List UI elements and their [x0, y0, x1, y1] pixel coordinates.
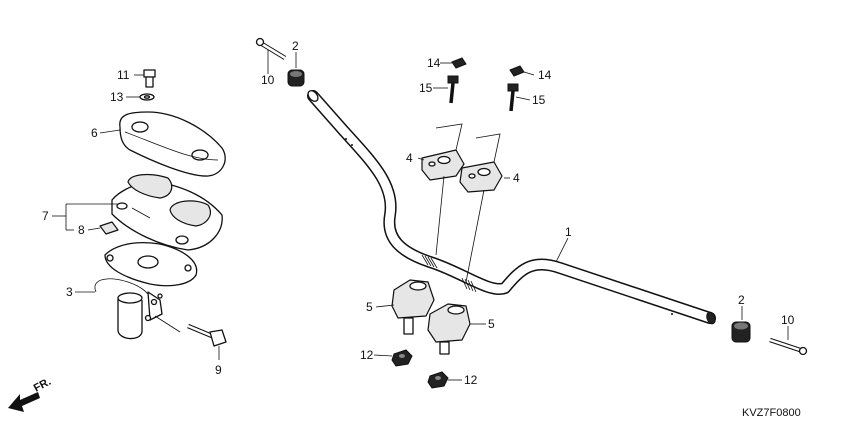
label-5-left: 5 — [366, 300, 373, 314]
front-direction-arrow: FR. — [8, 376, 53, 412]
nut-12-right — [427, 371, 449, 389]
bolt-11 — [143, 69, 156, 88]
guide-line-left-lower — [435, 175, 445, 256]
handlebar-pipe — [307, 90, 716, 325]
label-11: 11 — [117, 68, 130, 82]
label-10-right: 10 — [781, 313, 795, 327]
label-12-right: 12 — [464, 373, 478, 387]
label-14-right: 14 — [538, 68, 552, 82]
lower-holder-5-left — [391, 279, 435, 335]
label-12-left: 12 — [360, 348, 374, 362]
bolt-9 — [187, 323, 227, 347]
label-14-left: 14 — [427, 56, 441, 70]
bolt-15-left — [447, 75, 459, 104]
lower-holder-5-right — [427, 303, 471, 355]
nut-12-left — [391, 349, 413, 367]
label-10-left: 10 — [261, 73, 275, 87]
label-15-right: 15 — [532, 93, 546, 107]
bar-end-weight-2-right — [731, 321, 751, 343]
label-7: 7 — [42, 209, 49, 223]
label-3: 3 — [66, 285, 73, 299]
upper-holder-6 — [119, 111, 226, 177]
clip-8 — [99, 221, 119, 235]
label-15-left: 15 — [419, 81, 433, 95]
label-1: 1 — [565, 225, 572, 239]
label-9: 9 — [215, 363, 222, 377]
guide-line-right — [475, 133, 501, 163]
bolt-10-left — [255, 37, 287, 60]
diagram-code: KVZ7F0800 — [742, 407, 801, 419]
bolt-15-right — [507, 83, 519, 112]
bar-end-weight-2-left — [287, 69, 305, 87]
cap-14-right — [509, 65, 525, 77]
guide-line-left — [435, 123, 463, 151]
label-2-left: 2 — [292, 39, 299, 53]
bracket-3 — [94, 241, 198, 340]
label-2-right: 2 — [738, 293, 745, 307]
label-6: 6 — [91, 126, 98, 140]
label-4-left: 4 — [406, 151, 413, 165]
guide-line-right-lower — [465, 189, 485, 283]
label-8: 8 — [78, 223, 85, 237]
label-13: 13 — [110, 90, 124, 104]
washer-13 — [139, 93, 155, 101]
label-5-right: 5 — [488, 317, 495, 331]
front-label: FR. — [32, 376, 53, 395]
knurl-left — [421, 254, 438, 269]
upper-clamp-4-left — [421, 149, 465, 181]
lower-holder-7 — [111, 173, 223, 251]
cap-14-left — [451, 57, 467, 69]
upper-clamp-4-right — [459, 161, 503, 193]
bolt-10-right — [769, 337, 808, 356]
leader-lines — [52, 50, 789, 381]
label-4-right: 4 — [513, 171, 520, 185]
